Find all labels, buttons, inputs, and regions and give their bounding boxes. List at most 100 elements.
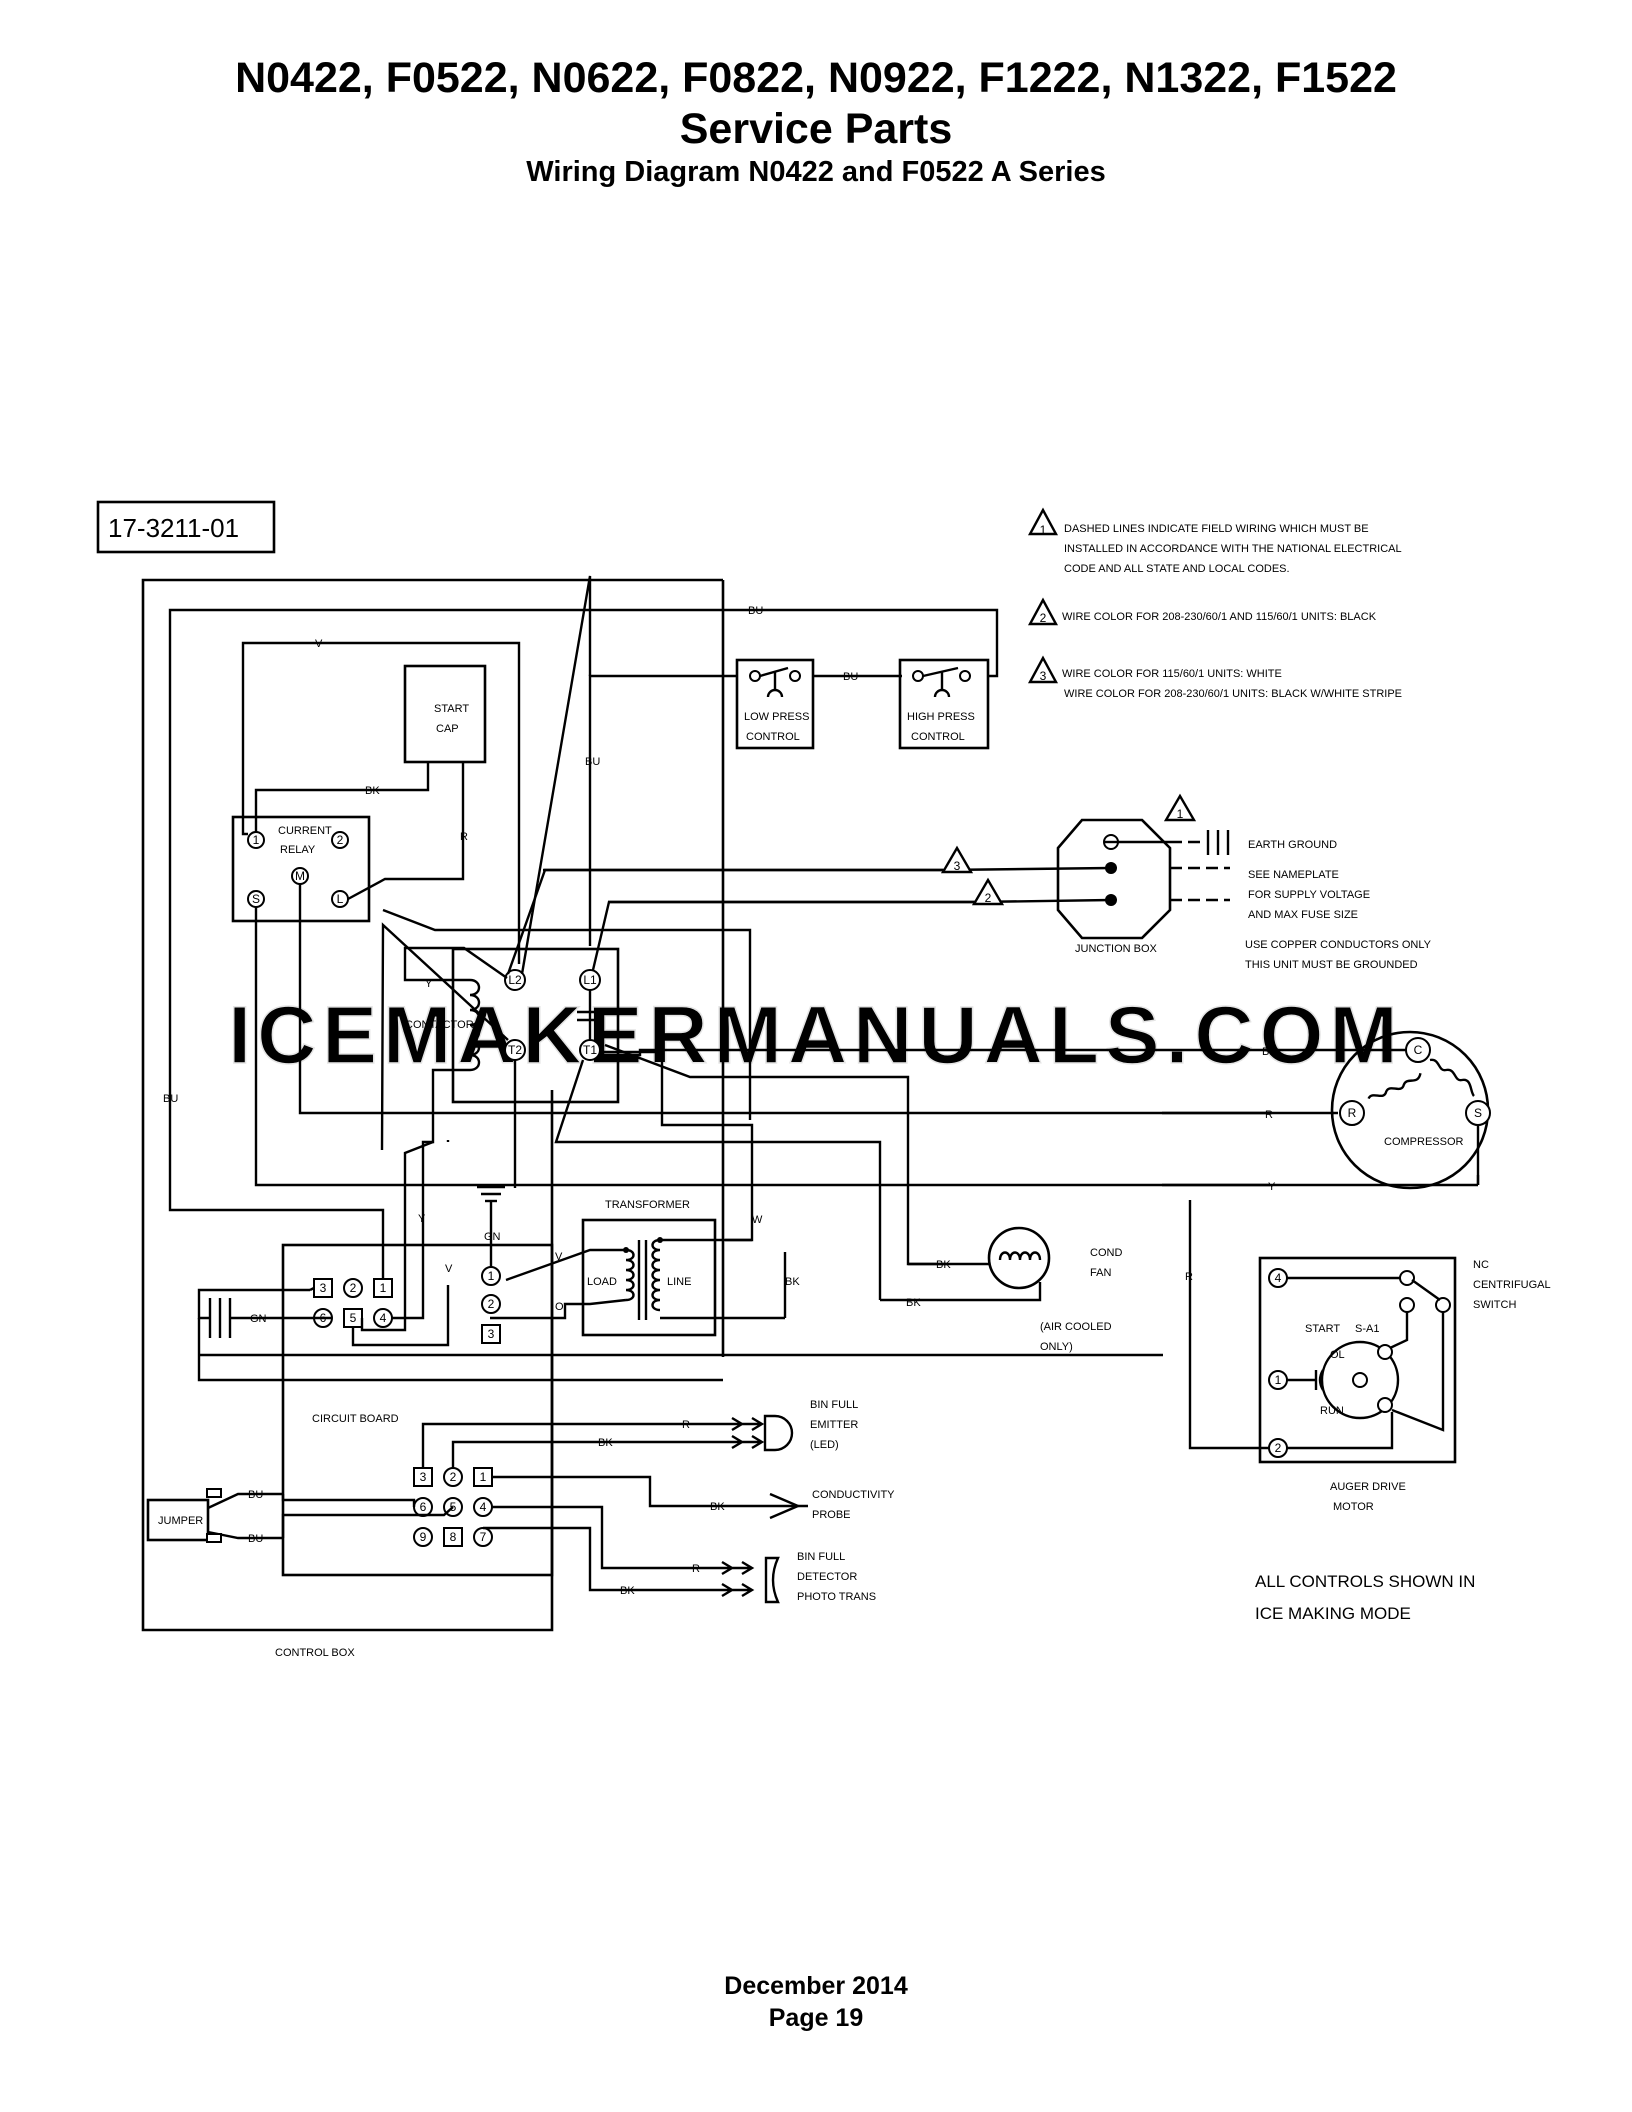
svg-text:CONTROL: CONTROL <box>911 731 965 743</box>
low-press-control: LOW PRESS CONTROL <box>735 658 815 750</box>
svg-text:OL: OL <box>1330 1349 1345 1361</box>
svg-text:4: 4 <box>1275 1271 1282 1285</box>
svg-text:1: 1 <box>253 833 260 847</box>
page-subtitle: Wiring Diagram N0422 and F0522 A Series <box>526 156 1106 188</box>
svg-text:R: R <box>1185 1271 1193 1283</box>
svg-text:3: 3 <box>488 1327 495 1341</box>
svg-text:BU: BU <box>248 1533 263 1545</box>
svg-text:COND: COND <box>1090 1247 1122 1259</box>
note-marker-1: 1 <box>1163 793 1197 822</box>
svg-text:S-A1: S-A1 <box>1355 1323 1379 1335</box>
svg-text:2: 2 <box>450 1470 457 1484</box>
svg-text:S: S <box>1474 1106 1482 1120</box>
svg-text:L: L <box>337 892 344 906</box>
svg-text:7: 7 <box>480 1530 487 1544</box>
svg-text:CONDUCTIVITY: CONDUCTIVITY <box>812 1489 895 1501</box>
svg-text:CONTACTOR: CONTACTOR <box>405 1019 474 1031</box>
svg-text:O: O <box>555 1301 564 1313</box>
contactor: L2 L1 T2 T1 CONTACTOR Y <box>405 947 620 1104</box>
earth-ground-label: EARTH GROUND <box>1248 839 1337 851</box>
svg-text:RUN: RUN <box>1320 1405 1344 1417</box>
page-title: Service Parts <box>679 105 953 153</box>
svg-text:T2: T2 <box>508 1043 522 1057</box>
svg-text:Y: Y <box>425 978 433 990</box>
svg-text:CIRCUIT BOARD: CIRCUIT BOARD <box>312 1413 399 1425</box>
svg-text:USE COPPER CONDUCTORS ONLY: USE COPPER CONDUCTORS ONLY <box>1245 939 1432 951</box>
svg-text:1: 1 <box>1177 807 1184 821</box>
svg-text:DETECTOR: DETECTOR <box>797 1571 857 1583</box>
svg-text:MOTOR: MOTOR <box>1333 1501 1374 1513</box>
svg-text:R: R <box>460 831 468 843</box>
svg-text:2: 2 <box>488 1297 495 1311</box>
svg-text:LINE: LINE <box>667 1276 691 1288</box>
svg-text:FAN: FAN <box>1090 1267 1111 1279</box>
svg-text:R: R <box>692 1563 700 1575</box>
svg-text:BU: BU <box>843 671 858 683</box>
svg-text:AUGER DRIVE: AUGER DRIVE <box>1330 1481 1406 1493</box>
board-ground: GN <box>477 1185 505 1268</box>
svg-text:V: V <box>445 1263 453 1275</box>
high-press-control: HIGH PRESS CONTROL <box>898 658 990 750</box>
control-box-label: CONTROL BOX <box>275 1647 355 1659</box>
svg-text:SEE NAMEPLATE: SEE NAMEPLATE <box>1248 869 1339 881</box>
footer-page: Page 19 <box>768 2004 864 2032</box>
svg-text:BK: BK <box>936 1259 951 1271</box>
start-cap <box>403 664 487 764</box>
svg-text:W: W <box>752 1214 763 1226</box>
svg-text:EMITTER: EMITTER <box>810 1419 858 1431</box>
svg-text:JUNCTION BOX: JUNCTION BOX <box>1075 943 1158 955</box>
svg-text:PROBE: PROBE <box>812 1509 851 1521</box>
note-marker-3: 3 <box>940 845 974 874</box>
svg-text:AND MAX FUSE SIZE: AND MAX FUSE SIZE <box>1248 909 1358 921</box>
transformer: TRANSFORMER LOAD LINE <box>581 1199 717 1337</box>
svg-text:START: START <box>1305 1323 1340 1335</box>
svg-text:3: 3 <box>1040 669 1047 683</box>
svg-text:NC: NC <box>1473 1259 1489 1271</box>
svg-text:BU: BU <box>585 756 600 768</box>
svg-text:PHOTO TRANS: PHOTO TRANS <box>797 1591 876 1603</box>
bin-full-detector: BIN FULL DETECTOR PHOTO TRANS <box>712 1551 876 1604</box>
svg-text:4: 4 <box>380 1311 387 1325</box>
svg-text:WIRE COLOR FOR 208-230/60/1 UN: WIRE COLOR FOR 208-230/60/1 UNITS: BLACK… <box>1064 688 1402 700</box>
bin-full-emitter: BIN FULL EMITTER (LED) <box>722 1399 858 1452</box>
svg-text:BK: BK <box>1262 1046 1277 1058</box>
svg-text:1: 1 <box>380 1281 387 1295</box>
svg-text:START: START <box>434 703 469 715</box>
svg-text:BIN FULL: BIN FULL <box>797 1551 845 1563</box>
svg-text:BK: BK <box>365 785 380 797</box>
part-number-box <box>96 500 276 554</box>
svg-text:GN: GN <box>484 1231 501 1243</box>
svg-text:DASHED LINES INDICATE FIELD WI: DASHED LINES INDICATE FIELD WIRING WHICH… <box>1064 523 1369 535</box>
svg-text:CENTRIFUGAL: CENTRIFUGAL <box>1473 1279 1551 1291</box>
circuit-board: CIRCUIT BOARD 3 2 1 6 5 4 1 2 3 3 2 1 6 … <box>281 1243 554 1577</box>
page-header: N0422, F0522, N0622, F0822, N0922, F1222… <box>0 52 1632 190</box>
svg-text:V: V <box>555 1251 563 1263</box>
svg-text:HIGH PRESS: HIGH PRESS <box>907 711 975 723</box>
compressor: C R S COMPRESSOR <box>1330 1030 1491 1190</box>
chassis-ground: GN <box>197 1288 320 1338</box>
svg-text:T1: T1 <box>583 1043 597 1057</box>
current-relay: 1 2 S M L CURRENT RELAY <box>231 815 371 923</box>
svg-text:1: 1 <box>1040 523 1047 537</box>
svg-text:3: 3 <box>320 1281 327 1295</box>
watermark: ICEMAKERMANUALS.COM <box>228 990 1403 1081</box>
junction-box: JUNCTION BOX <box>1056 818 1172 955</box>
svg-text:SWITCH: SWITCH <box>1473 1299 1516 1311</box>
svg-text:BK: BK <box>620 1585 635 1597</box>
svg-text:LOAD: LOAD <box>587 1276 617 1288</box>
svg-text:V: V <box>315 638 323 650</box>
svg-text:L1: L1 <box>583 973 597 987</box>
svg-text:INSTALLED IN ACCORDANCE WITH T: INSTALLED IN ACCORDANCE WITH THE NATIONA… <box>1064 543 1402 555</box>
svg-text:CODE AND ALL STATE AND LOCAL C: CODE AND ALL STATE AND LOCAL CODES. <box>1064 563 1290 575</box>
svg-text:S: S <box>252 892 260 906</box>
svg-text:BK: BK <box>785 1276 800 1288</box>
svg-text:RELAY: RELAY <box>280 844 316 856</box>
svg-text:3: 3 <box>954 859 961 873</box>
svg-text:Y: Y <box>1268 1181 1276 1193</box>
svg-text:BU: BU <box>248 1489 263 1501</box>
svg-text:R: R <box>1348 1106 1357 1120</box>
svg-text:JUMPER: JUMPER <box>158 1515 203 1527</box>
svg-text:4: 4 <box>480 1500 487 1514</box>
svg-text:1: 1 <box>480 1470 487 1484</box>
all-controls-note-1: ALL CONTROLS SHOWN IN <box>1255 1572 1475 1591</box>
